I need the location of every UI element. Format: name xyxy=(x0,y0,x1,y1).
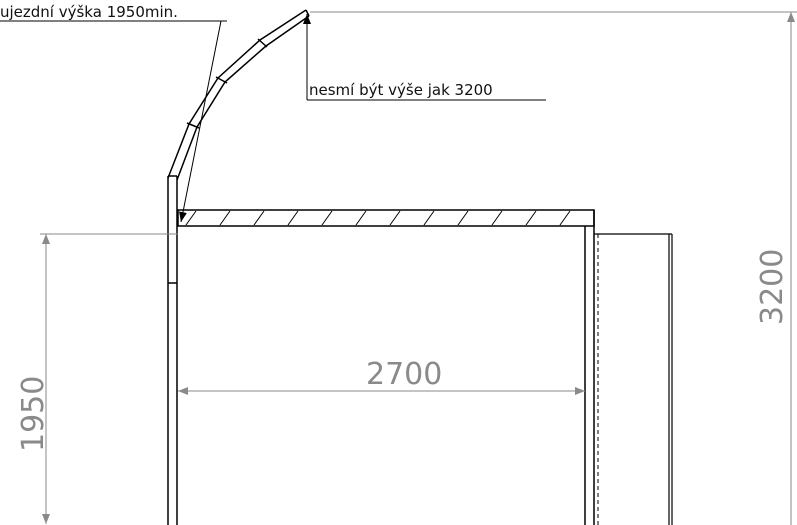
max-height-note: nesmí být výše jak 3200 xyxy=(309,81,493,99)
dimension-2700-label: 2700 xyxy=(366,357,442,392)
dimension-1950-label: 1950 xyxy=(16,376,51,452)
right-post xyxy=(584,210,599,525)
roof-hatching xyxy=(185,210,571,226)
clearance-note: ujezdní výška 1950min. xyxy=(0,3,178,21)
dimension-3200 xyxy=(310,11,797,525)
rear-panel xyxy=(594,233,673,525)
left-post xyxy=(167,175,178,525)
dimension-3200-label: 3200 xyxy=(755,249,790,325)
roof-beam xyxy=(177,209,595,227)
max-height-leader xyxy=(303,14,546,101)
clearance-leader xyxy=(0,20,227,223)
dimension-1950 xyxy=(40,233,178,524)
raised-lid xyxy=(167,9,310,181)
